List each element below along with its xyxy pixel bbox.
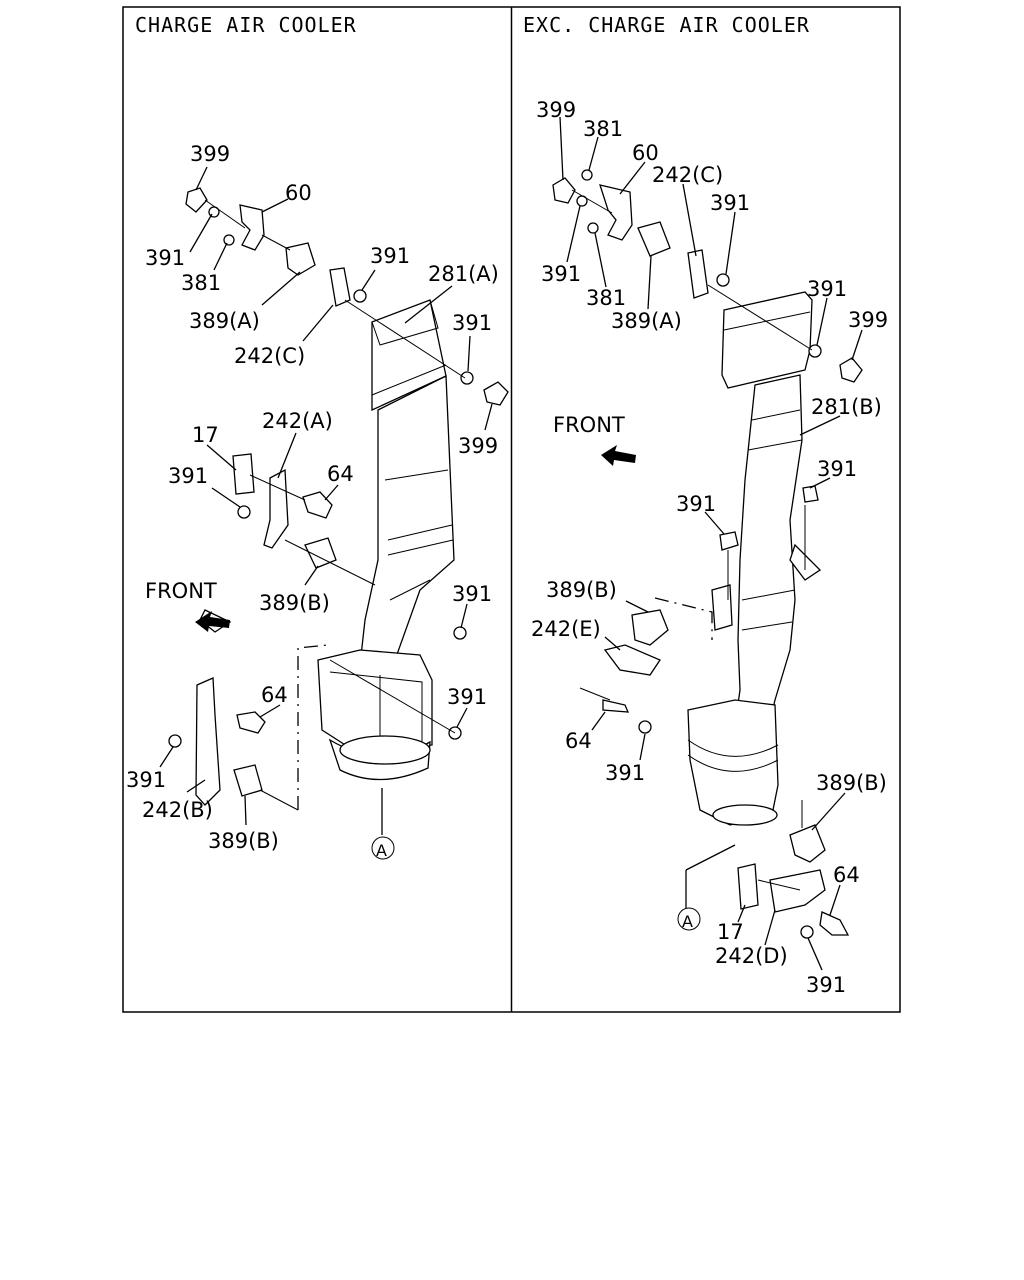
callout-label: 242(D) <box>715 944 788 968</box>
callout-label: 381 <box>586 286 626 310</box>
lower-mount-right-drawing <box>685 800 850 939</box>
callout-label: 60 <box>632 141 659 165</box>
callout-label: 389(A) <box>611 309 682 333</box>
front-label-left: FRONT <box>145 579 217 603</box>
callout-label: 399 <box>458 434 498 458</box>
callout-label: 381 <box>583 117 623 141</box>
callout-label: 391 <box>447 685 487 709</box>
callout-label: 391 <box>605 761 645 785</box>
front-arrow-right-icon <box>601 445 636 466</box>
panel-left: CHARGE AIR COOLER <box>126 13 509 860</box>
callout-label: 391 <box>370 244 410 268</box>
callout-label: 399 <box>848 308 888 332</box>
callout-label: 64 <box>327 462 354 486</box>
ref-marker-left <box>371 836 395 860</box>
ref-marker-right-label: A <box>682 912 693 931</box>
callout-label: 242(C) <box>234 344 305 368</box>
callout-label: 391 <box>452 582 492 606</box>
middle-mount-right-drawing: FRONT <box>553 413 819 734</box>
callout-label: 281(B) <box>811 395 882 419</box>
callout-label: 391 <box>676 492 716 516</box>
front-label-right: FRONT <box>553 413 625 437</box>
leader-lines-right <box>559 116 863 971</box>
callout-label: 391 <box>817 457 857 481</box>
callout-label: 64 <box>261 683 288 707</box>
callout-label: 391 <box>126 768 166 792</box>
callouts-right: 399 381 60 242(C) 391 391 381 389(A) 391… <box>531 98 888 997</box>
callout-label: 391 <box>806 973 846 997</box>
callout-label: 64 <box>565 729 592 753</box>
callout-label: 242(E) <box>531 617 601 641</box>
callout-label: 242(B) <box>142 798 213 822</box>
callout-label: 242(A) <box>262 409 333 433</box>
callout-label: 389(B) <box>546 578 617 602</box>
panel-right: EXC. CHARGE AIR COOLER <box>523 13 888 997</box>
upper-mount-left-drawing <box>185 187 509 406</box>
callout-label: 391 <box>145 246 185 270</box>
callout-label: 17 <box>717 920 744 944</box>
callout-label: 391 <box>541 262 581 286</box>
callout-label: 399 <box>190 142 230 166</box>
callout-label: 391 <box>168 464 208 488</box>
callout-label: 17 <box>192 423 219 447</box>
callout-label: 389(A) <box>189 309 260 333</box>
callout-label: 389(B) <box>259 591 330 615</box>
callout-label: 381 <box>181 271 221 295</box>
callouts-left: 399 60 391 381 389(A) 391 281(A) 242(C) … <box>126 142 499 853</box>
pipe-281a-drawing <box>317 299 455 835</box>
ref-marker-right <box>677 907 701 931</box>
lower-mount-left-drawing <box>168 626 467 811</box>
callout-label: 391 <box>807 277 847 301</box>
upper-mount-right-drawing <box>552 169 863 383</box>
callout-label: 242(C) <box>652 163 723 187</box>
callout-label: 281(A) <box>428 262 499 286</box>
callout-label: 391 <box>710 191 750 215</box>
callout-label: 64 <box>833 863 860 887</box>
leader-lines-left <box>159 166 493 826</box>
callout-label: 389(B) <box>208 829 279 853</box>
ref-marker-left-label: A <box>376 841 387 860</box>
callout-label: 389(B) <box>816 771 887 795</box>
callout-label: 60 <box>285 181 312 205</box>
panel-right-title: EXC. CHARGE AIR COOLER <box>523 13 810 37</box>
panel-left-title: CHARGE AIR COOLER <box>135 13 357 37</box>
pipe-281b-drawing <box>687 291 822 826</box>
front-arrow-left-icon <box>195 611 230 632</box>
callout-label: 399 <box>536 98 576 122</box>
callout-label: 391 <box>452 311 492 335</box>
